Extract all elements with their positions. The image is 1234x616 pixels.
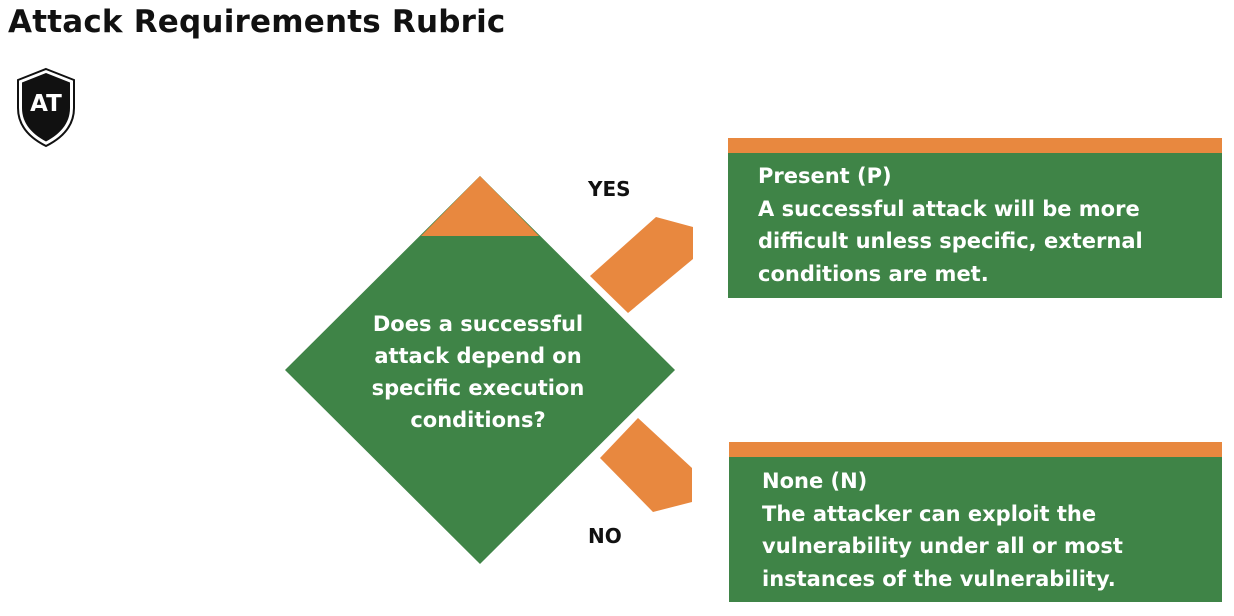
outcome-present-description: A successful attack will be more difficu… [758, 196, 1143, 286]
branch-label-yes: YES [588, 177, 631, 201]
decision-diamond [285, 176, 675, 564]
yes-arrow [590, 217, 693, 313]
badge-label: AT [30, 91, 62, 117]
outcome-none-description: The attacker can exploit the vulnerabili… [762, 501, 1123, 591]
outcome-present-heading: Present (P) [758, 164, 892, 188]
shield-icon: AT [17, 67, 75, 148]
no-arrow [600, 418, 692, 512]
outcome-none: None (N) The attacker can exploit the vu… [729, 442, 1222, 602]
badge: AT [15, 66, 77, 148]
branch-label-no: NO [588, 524, 622, 548]
outcome-none-heading: None (N) [762, 469, 868, 493]
diamond-accent [421, 176, 539, 236]
decision-question: Does a successful attack depend on speci… [371, 312, 585, 432]
page-title: Attack Requirements Rubric [8, 4, 506, 40]
outcome-present: Present (P) A successful attack will be … [728, 138, 1222, 298]
